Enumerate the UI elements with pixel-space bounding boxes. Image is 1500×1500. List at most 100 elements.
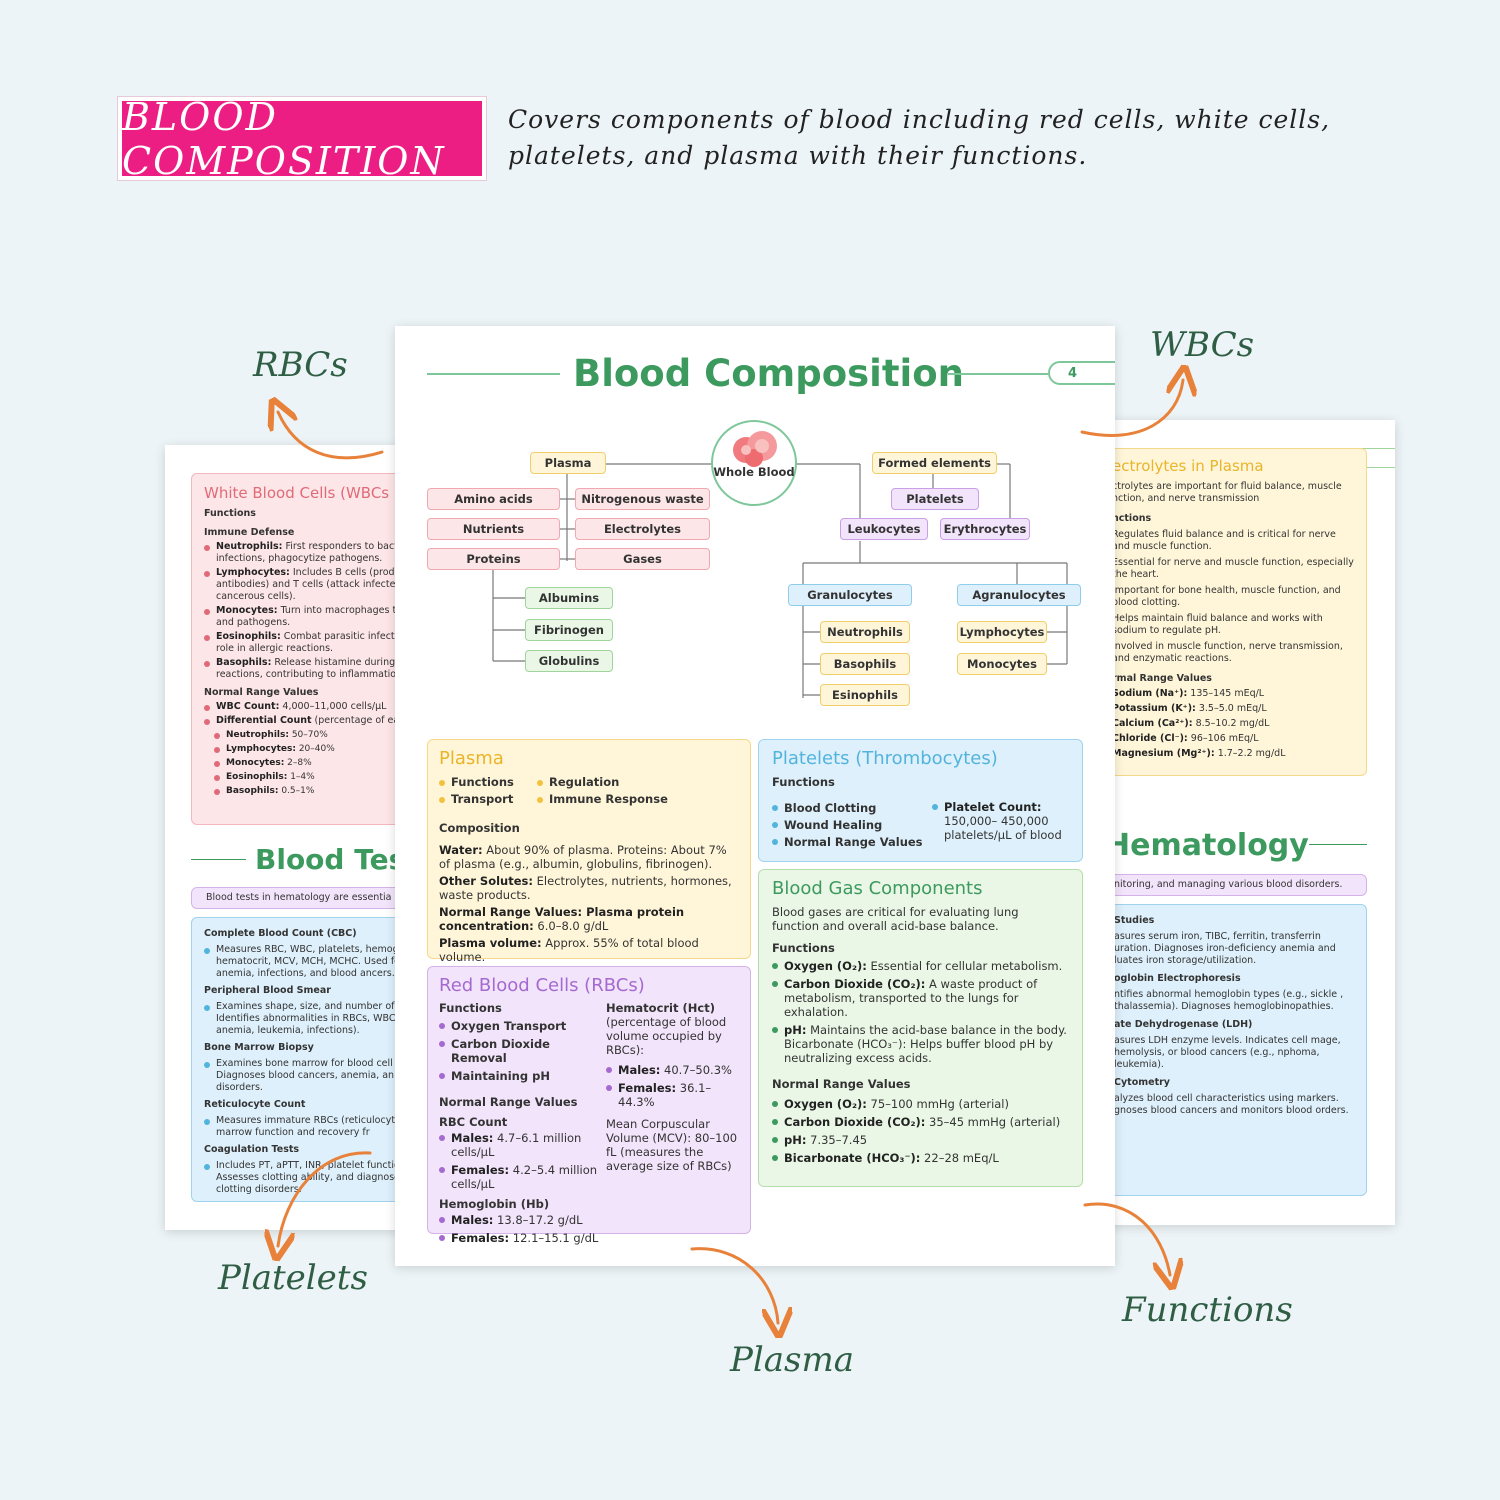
electrolyte-range: Chloride (Cl⁻): 96–106 mEq/L bbox=[1112, 733, 1259, 744]
node-proteins: Proteins bbox=[427, 548, 560, 570]
rule bbox=[427, 373, 560, 375]
wbc-count: WBC Count: 4,000–11,000 cells/µL bbox=[204, 701, 420, 713]
electrolyte-range: Potassium (K⁺): 3.5–5.0 mEq/L bbox=[1112, 703, 1267, 714]
node-fibrinogen: Fibrinogen bbox=[525, 619, 613, 641]
wbc-item: Eosinophils: Combat parasitic infectio p… bbox=[204, 631, 420, 655]
wbc-item: Monocytes: Turn into macrophages t debri… bbox=[204, 605, 420, 629]
header-description: Covers components of blood including red… bbox=[508, 105, 1331, 170]
electrolytes-ranges: Sodium (Na⁺): 135–145 mEq/L Potassium (K⁺… bbox=[1112, 688, 1354, 760]
blood-tests-title: Blood Tes bbox=[255, 843, 406, 876]
node-erythrocytes: Erythrocytes bbox=[940, 518, 1030, 540]
wbc-list: Neutrophils: First responders to bacte i… bbox=[204, 541, 420, 681]
wbc-item: Basophils: Release histamine during reac… bbox=[204, 657, 420, 681]
hct-males: Males: 40.7–50.3% bbox=[606, 1063, 744, 1077]
test-heading: Bone Marrow Biopsy bbox=[204, 1042, 314, 1053]
node-plasma: Plasma bbox=[530, 452, 606, 474]
electrolytes-list: Regulates fluid balance and is critical … bbox=[1112, 529, 1354, 665]
hematology-heading: ate Dehydrogenase (LDH) bbox=[1114, 1019, 1253, 1030]
electrolyte-function: Involved in muscle function, nerve trans… bbox=[1112, 641, 1343, 664]
callout-functions: Functions bbox=[1122, 1290, 1293, 1330]
node-formed-elements: Formed elements bbox=[872, 452, 997, 474]
wbc-title: White Blood Cells (WBCs bbox=[204, 484, 390, 502]
diff-item: Basophils: 0.5–1% bbox=[214, 785, 420, 797]
wbc-nrv: Normal Range Values bbox=[204, 687, 319, 698]
hb-males: Males: 13.8–17.2 g/dL bbox=[439, 1213, 604, 1227]
platelets-box: Platelets (Thrombocytes) Functions Blood… bbox=[758, 739, 1083, 862]
immune-defense: Immune Defense bbox=[204, 527, 295, 538]
node-platelets: Platelets bbox=[891, 488, 979, 510]
hematology-desc: ntifies abnormal hemoglobin types (e.g.,… bbox=[1114, 989, 1344, 1012]
title-badge: BLOOD COMPOSITION bbox=[118, 95, 486, 183]
wbc-functions: Functions bbox=[204, 508, 256, 519]
diff-list: Neutrophils: 50–70%Lymphocytes: 20–40%Mo… bbox=[204, 729, 420, 797]
plasma-water: Water: About 90% of plasma. Proteins: Ab… bbox=[439, 843, 727, 871]
electrolyte-function: Important for bone health, muscle functi… bbox=[1112, 585, 1341, 608]
platelet-function-item: Wound Healing bbox=[772, 818, 932, 832]
plasma-title: Plasma bbox=[439, 748, 504, 769]
left-page: White Blood Cells (WBCs Functions Immune… bbox=[165, 445, 420, 1230]
plasma-nrv: Normal Range Values: Plasma protein conc… bbox=[439, 905, 685, 933]
blood-gas-range-item: pH: 7.35–7.45 bbox=[772, 1133, 1069, 1147]
blood-gas-title: Blood Gas Components bbox=[772, 878, 983, 899]
electrolytes-nrv: rmal Range Values bbox=[1112, 673, 1212, 684]
test-desc: Examines bone marrow for blood cell p Di… bbox=[204, 1058, 420, 1094]
center-page: Blood Composition 4 bbox=[395, 326, 1115, 1266]
callout-wbcs: WBCs bbox=[1150, 325, 1255, 365]
rbc-males: Males: 4.7–6.1 million cells/µL bbox=[439, 1131, 604, 1159]
node-granulocytes: Granulocytes bbox=[788, 584, 912, 606]
plasma-regulation: Regulation bbox=[537, 775, 619, 789]
tree-connectors bbox=[492, 463, 1068, 698]
tests-list: Complete Blood Count (CBC)Measures RBC, … bbox=[204, 928, 420, 1196]
electrolytes-title: ectrolytes in Plasma bbox=[1112, 457, 1264, 475]
diff-item: Monocytes: 2–8% bbox=[214, 757, 420, 769]
electrolyte-function: Essential for nerve and muscle function,… bbox=[1112, 557, 1354, 580]
node-lymphocytes: Lymphocytes bbox=[957, 621, 1047, 643]
test-heading: Complete Blood Count (CBC) bbox=[204, 928, 357, 939]
arrow-functions bbox=[1083, 1202, 1170, 1275]
hematology-heading: Studies bbox=[1114, 915, 1155, 926]
plasma-functions: Functions bbox=[439, 775, 537, 789]
arrow-rbcs bbox=[278, 412, 384, 460]
hematology-intro: nitoring, and managing various blood dis… bbox=[1095, 874, 1367, 896]
blood-gas-ranges: Oxygen (O₂): 75–100 mmHg (arterial)Carbo… bbox=[772, 1097, 1069, 1165]
hematology-heading: Cytometry bbox=[1114, 1077, 1170, 1088]
rule bbox=[191, 859, 246, 860]
rbc-function-item: Oxygen Transport bbox=[439, 1019, 604, 1033]
hematology-list: Studies asures serum iron, TIBC, ferritin… bbox=[1114, 915, 1354, 1117]
blood-gas-function-item: pH: Maintains the acid-base balance in t… bbox=[772, 1023, 1069, 1065]
blood-gas-intro: Blood gases are critical for evaluating … bbox=[772, 905, 1019, 933]
hematology-box: Studies asures serum iron, TIBC, ferritin… bbox=[1095, 904, 1367, 1196]
hb-females: Females: 12.1–15.1 g/dL bbox=[439, 1231, 604, 1245]
diff-item: Lymphocytes: 20–40% bbox=[214, 743, 420, 755]
wbc-item: Lymphocytes: Includes B cells (produ ant… bbox=[204, 567, 420, 603]
electrolyte-range: Magnesium (Mg²⁺): 1.7–2.2 mg/dL bbox=[1112, 748, 1286, 759]
hemoglobin: Hemoglobin (Hb) bbox=[439, 1197, 550, 1211]
node-nutrients: Nutrients bbox=[427, 518, 560, 540]
test-desc: Measures immature RBCs (reticulocyt bone… bbox=[204, 1115, 420, 1139]
hematology-desc: asures serum iron, TIBC, ferritin, trans… bbox=[1114, 931, 1336, 966]
test-heading: Reticulocyte Count bbox=[204, 1099, 306, 1110]
platelet-function-item: Normal Range Values bbox=[772, 835, 932, 849]
arrow-wbcs bbox=[1080, 380, 1183, 437]
node-electrolytes: Electrolytes bbox=[575, 518, 710, 540]
diff-item: Eosinophils: 1–4% bbox=[214, 771, 420, 783]
blood-gas-box: Blood Gas Components Blood gases are cri… bbox=[758, 869, 1083, 1187]
electrolytes-box: ectrolytes in Plasma ctrolytes are impor… bbox=[1095, 448, 1367, 776]
rbc-function-item: Carbon Dioxide Removal bbox=[439, 1037, 604, 1065]
electrolyte-range: Sodium (Na⁺): 135–145 mEq/L bbox=[1112, 688, 1265, 699]
node-nitrogenous-waste: Nitrogenous waste bbox=[575, 488, 710, 510]
hematocrit-desc: (percentage of blood volume occupied by … bbox=[606, 1015, 727, 1057]
whole-blood-node: Whole Blood bbox=[711, 420, 797, 506]
page-title: Blood Composition bbox=[573, 352, 964, 395]
electrolytes-functions: nctions bbox=[1112, 513, 1152, 524]
node-monocytes: Monocytes bbox=[957, 653, 1047, 675]
diff-count: Differential Count (percentage of eac WB… bbox=[204, 715, 420, 727]
right-page: 5 ectrolytes in Plasma ctrolytes are imp… bbox=[1095, 420, 1395, 1225]
hematology-title: Hematology bbox=[1105, 828, 1309, 863]
test-heading: Coagulation Tests bbox=[204, 1144, 300, 1155]
arrow-platelets bbox=[278, 1151, 372, 1246]
plasma-volume: Plasma volume: Approx. 55% of total bloo… bbox=[439, 936, 699, 964]
plasma-box: Plasma Functions Regulation Transport Im… bbox=[427, 739, 751, 964]
